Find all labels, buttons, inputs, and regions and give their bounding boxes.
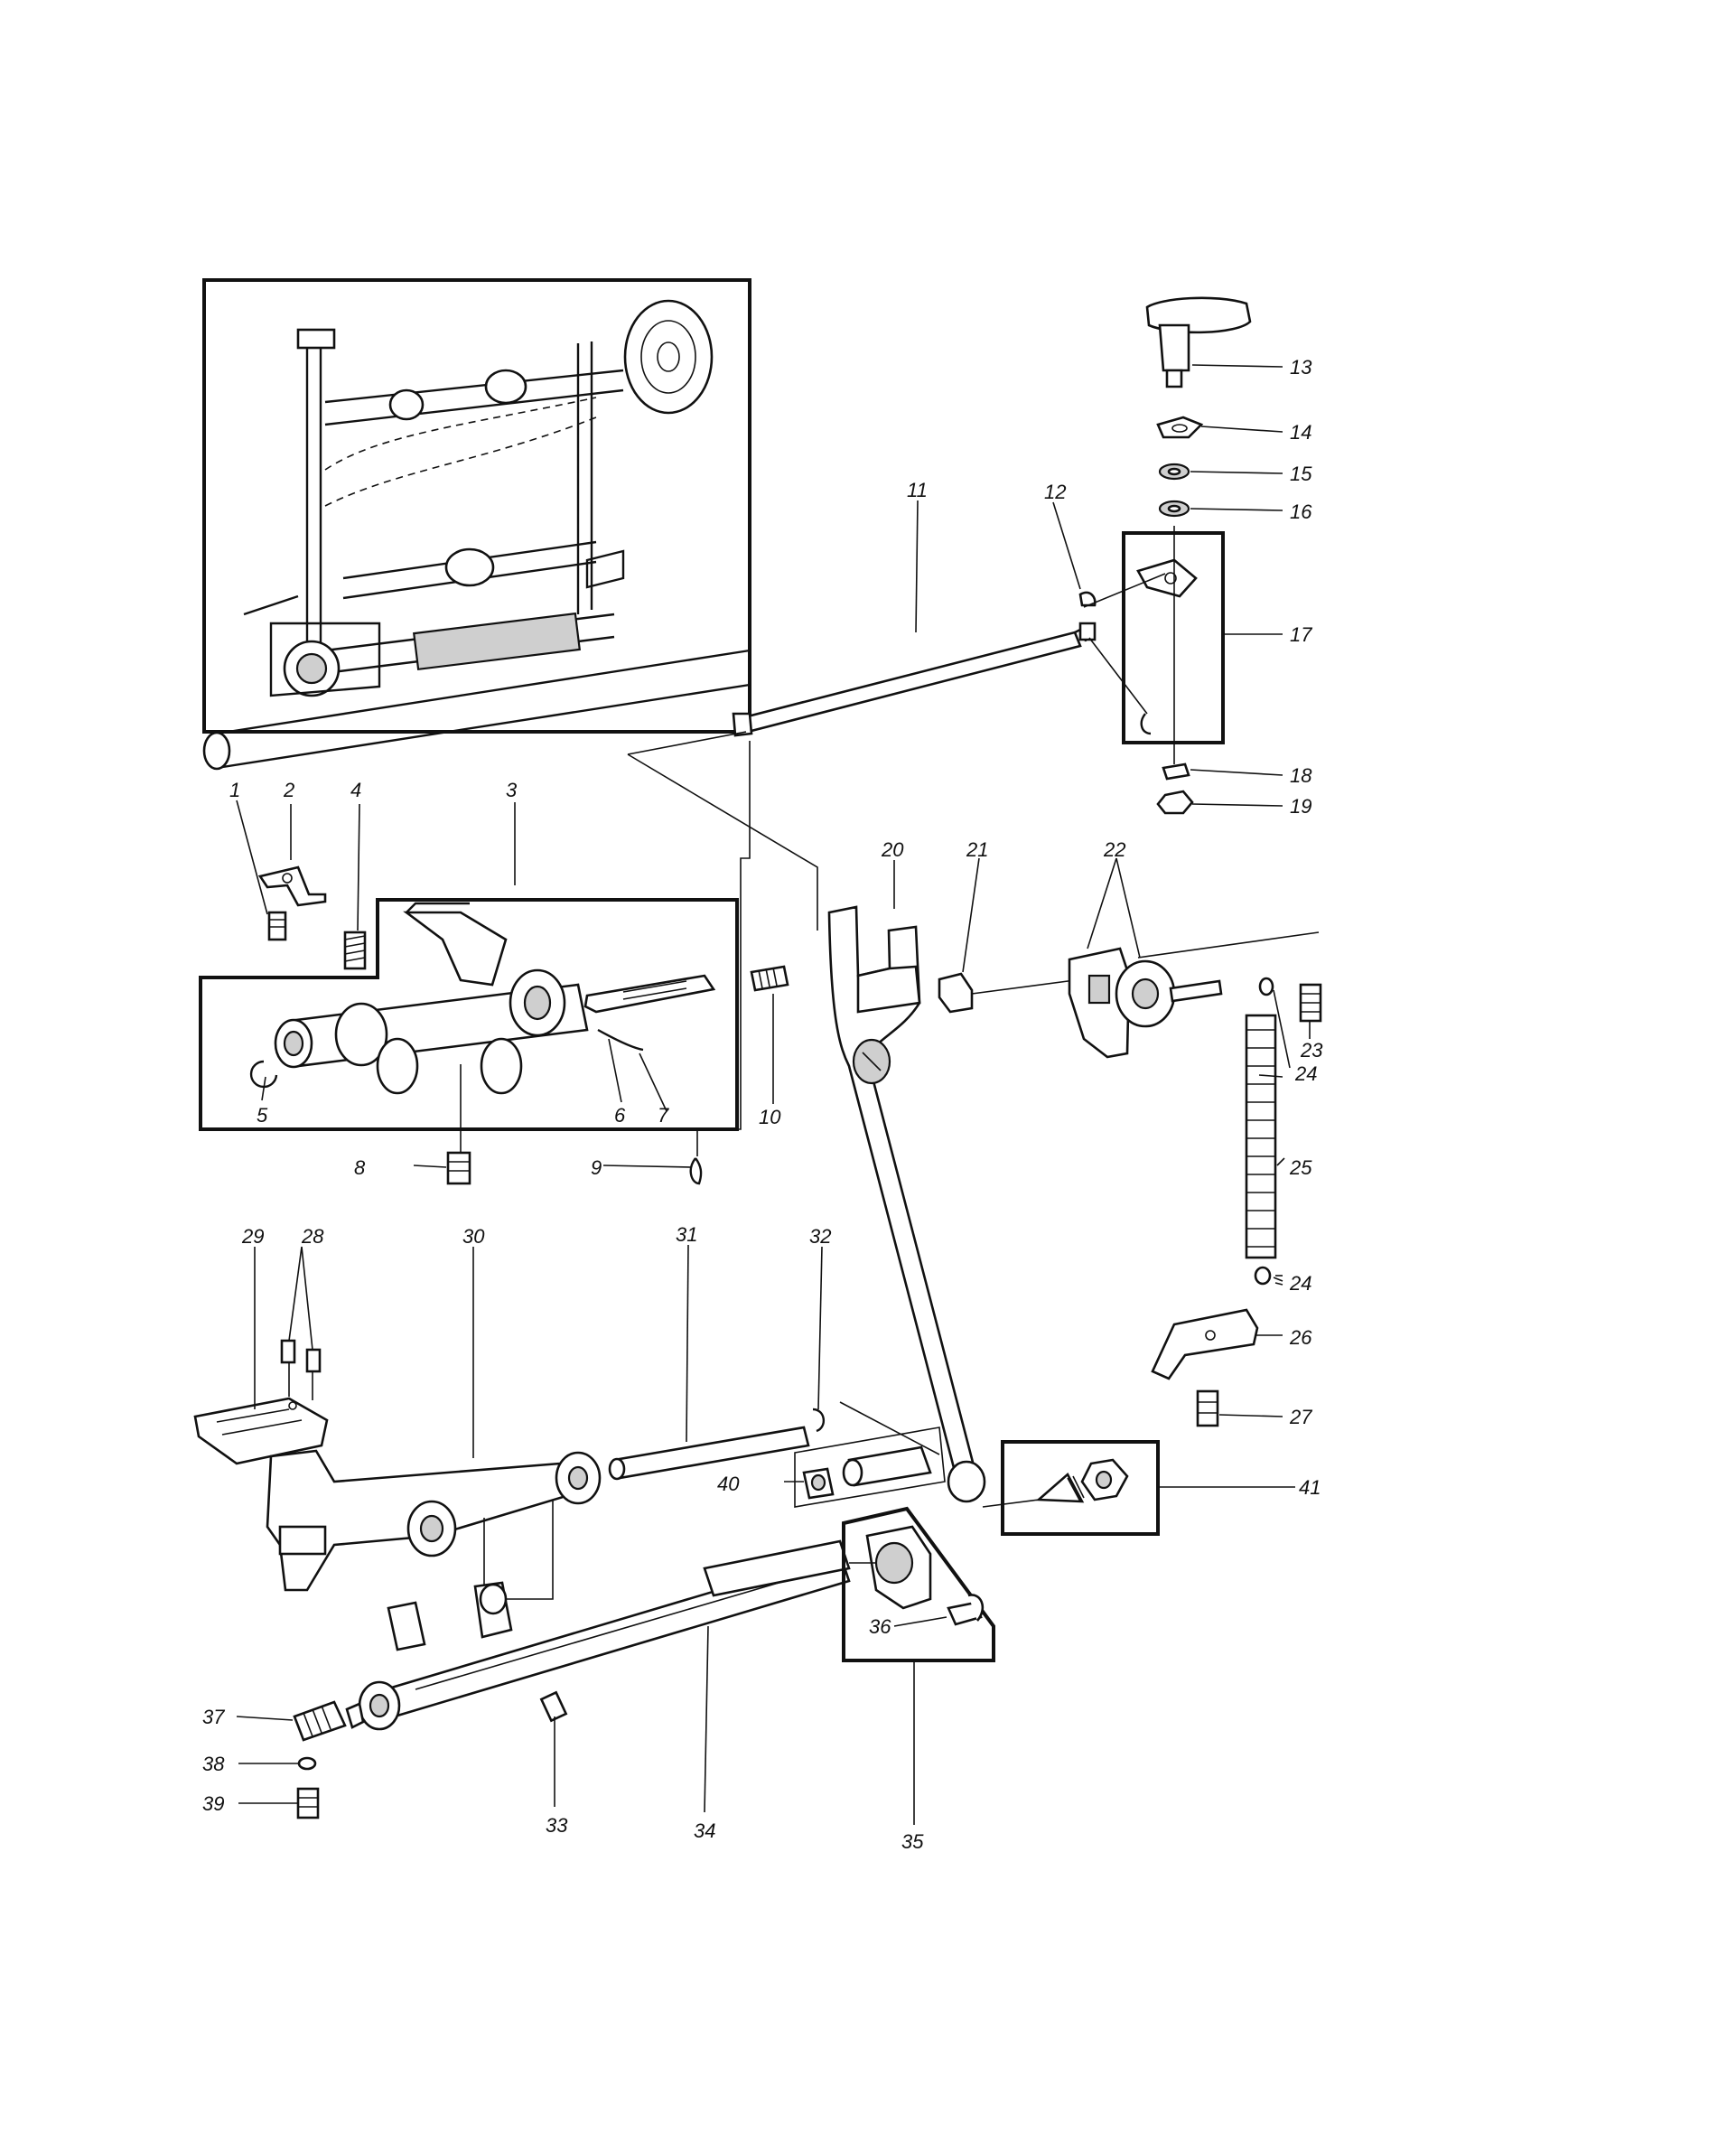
rod-31	[608, 1426, 810, 1481]
lock-washer-18	[1162, 762, 1190, 781]
label-16: 16	[1290, 500, 1312, 523]
label-12: 12	[1044, 481, 1066, 503]
cotter-pin-9	[689, 741, 751, 1185]
callout-labels: 1 2 3 4 5 6 7 8 9 10 11 12 13 14 15 16 1…	[202, 356, 1323, 1853]
label-33: 33	[546, 1814, 568, 1837]
label-5: 5	[257, 1104, 268, 1127]
label-10: 10	[759, 1106, 781, 1128]
label-9: 9	[591, 1156, 602, 1179]
set-screw-33	[539, 1690, 568, 1723]
screw-8	[446, 1151, 471, 1185]
washer-14	[1156, 416, 1204, 439]
label-34: 34	[694, 1819, 715, 1842]
label-24-lower: 24	[1289, 1272, 1311, 1295]
knob-13	[1145, 296, 1252, 388]
washer-15	[1158, 463, 1190, 481]
label-11: 11	[907, 479, 928, 501]
label-30: 30	[462, 1225, 485, 1248]
label-23: 23	[1300, 1039, 1323, 1062]
screw-39	[296, 1787, 320, 1819]
label-26: 26	[1289, 1326, 1312, 1349]
label-7: 7	[658, 1104, 669, 1127]
label-41: 41	[1299, 1476, 1321, 1499]
label-17: 17	[1290, 623, 1312, 646]
plate-29	[193, 1397, 329, 1465]
label-28: 28	[301, 1225, 324, 1248]
screws-28	[280, 1339, 322, 1400]
lever-20	[827, 905, 986, 1503]
label-36: 36	[869, 1615, 891, 1638]
shaft-34	[358, 1539, 851, 1731]
label-31: 31	[676, 1223, 697, 1246]
label-35: 35	[901, 1830, 924, 1853]
label-37: 37	[202, 1706, 225, 1728]
washer-16	[1158, 500, 1190, 518]
lever-11	[627, 626, 1087, 931]
label-8: 8	[354, 1156, 366, 1179]
spring-4	[343, 931, 367, 970]
assembly-box-3	[199, 898, 739, 1156]
machine-overview-inset	[202, 278, 751, 771]
box-41	[982, 1440, 1160, 1536]
pivot-group-12-17	[1078, 531, 1225, 744]
label-6: 6	[614, 1104, 626, 1127]
label-20: 20	[881, 838, 904, 861]
screw-27	[1196, 1389, 1219, 1427]
label-21: 21	[966, 838, 988, 861]
spring-10	[750, 965, 789, 992]
label-4: 4	[350, 779, 361, 801]
label-18: 18	[1290, 764, 1312, 787]
screw-23	[1299, 983, 1322, 1023]
washer-38	[297, 1756, 317, 1771]
label-19: 19	[1290, 795, 1311, 818]
label-14: 14	[1290, 421, 1311, 444]
bracket-22	[1068, 931, 1320, 1059]
lever-30	[266, 1449, 602, 1600]
label-15: 15	[1290, 463, 1312, 485]
label-27: 27	[1289, 1406, 1312, 1428]
clip-32	[812, 1408, 825, 1433]
label-32: 32	[809, 1225, 831, 1248]
screw-36	[947, 1594, 985, 1626]
label-3: 3	[506, 779, 518, 801]
label-25: 25	[1289, 1156, 1312, 1179]
housing-box-35	[842, 1506, 995, 1662]
label-22: 22	[1103, 838, 1125, 861]
label-1: 1	[229, 779, 240, 801]
label-39: 39	[202, 1792, 224, 1815]
label-40: 40	[717, 1473, 740, 1495]
screw-37	[293, 1700, 365, 1742]
bracket-26	[1151, 1308, 1259, 1380]
label-29: 29	[241, 1225, 264, 1248]
label-24-upper: 24	[1294, 1062, 1317, 1085]
bracket-and-screw-1-2	[257, 865, 327, 941]
label-13: 13	[1290, 356, 1312, 379]
leader-lines	[236, 364, 1311, 1825]
block-21	[938, 972, 1076, 1014]
label-2: 2	[283, 779, 294, 801]
spring-25	[1245, 977, 1277, 1286]
label-38: 38	[202, 1753, 225, 1775]
stud-40	[794, 1401, 946, 1508]
nut-19	[1156, 790, 1194, 815]
